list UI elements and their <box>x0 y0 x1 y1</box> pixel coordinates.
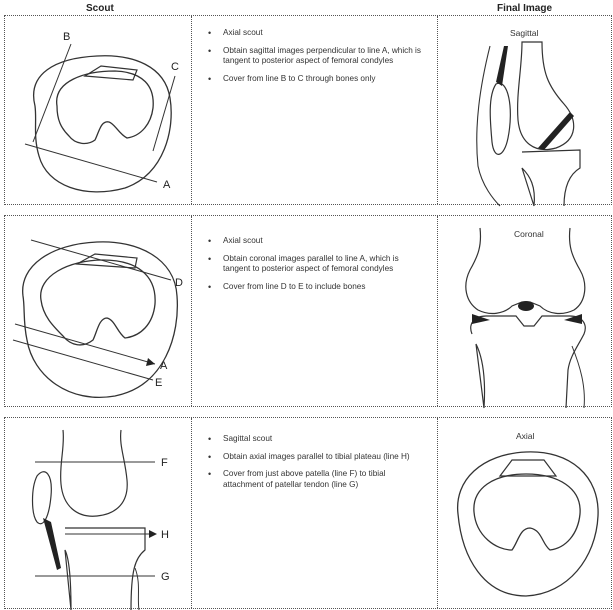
instruction-step: Obtain axial images parallel to tibial p… <box>206 452 424 463</box>
instruction-step: Sagittal scout <box>206 434 424 445</box>
instruction-step: Cover from just above patella (line F) t… <box>206 469 424 490</box>
fibula <box>572 346 584 408</box>
label-a: A <box>163 179 171 191</box>
arrow-head <box>149 530 157 538</box>
instruction-step: Cover from line B to C through bones onl… <box>206 74 424 85</box>
femur-outline <box>61 430 128 516</box>
label-a: A <box>160 360 168 372</box>
patellar-tendon <box>538 112 574 150</box>
fibula <box>135 568 139 610</box>
skin-line <box>477 46 500 206</box>
protocol-row-axial: F H G Sagittal scout Obtain axial images… <box>4 417 612 609</box>
final-image-cell: Coronal <box>437 216 613 406</box>
femur-outline <box>466 228 585 313</box>
cruciate-ligament <box>518 301 534 311</box>
femur-outline <box>474 474 580 550</box>
femur-outline <box>41 260 155 345</box>
line-d <box>31 240 171 280</box>
patella <box>490 83 510 154</box>
scout-cell: A B C <box>5 16 191 204</box>
instruction-step: Axial scout <box>206 236 424 247</box>
label-b: B <box>63 31 70 43</box>
instruction-step: Cover from line D to E to include bones <box>206 282 424 293</box>
label-d: D <box>175 277 183 289</box>
label-h: H <box>161 529 169 541</box>
label-c: C <box>171 61 179 73</box>
axial-scout-diagram: A B C <box>5 16 191 206</box>
instruction-step: Obtain coronal images parallel to line A… <box>206 254 424 275</box>
instructions-cell: Axial scout Obtain coronal images parall… <box>191 216 438 406</box>
instruction-step: Axial scout <box>206 28 424 39</box>
axial-final-image <box>438 418 613 610</box>
femur-shaft <box>518 42 574 150</box>
scout-cell: F H G <box>5 418 191 608</box>
patellar-tendon <box>43 518 61 570</box>
instruction-list: Axial scout Obtain sagittal images perpe… <box>192 16 438 84</box>
label-f: F <box>161 457 168 469</box>
tibia-outline <box>471 316 585 408</box>
tibia <box>522 150 580 206</box>
final-image-header: Final Image <box>497 3 552 14</box>
sagittal-scout-diagram: F H G <box>5 418 191 610</box>
tibia-outline <box>65 528 145 610</box>
label-e: E <box>155 377 162 389</box>
protocol-row-coronal: D A E Axial scout Obtain coronal images … <box>4 215 612 407</box>
scout-header: Scout <box>86 3 114 14</box>
quadriceps-tendon <box>496 46 508 86</box>
line-b <box>33 44 71 142</box>
instructions-cell: Sagittal scout Obtain axial images paral… <box>191 418 438 608</box>
instruction-list: Axial scout Obtain coronal images parall… <box>192 216 438 292</box>
femur-outline <box>57 71 154 143</box>
instructions-cell: Axial scout Obtain sagittal images perpe… <box>191 16 438 204</box>
final-image-cell: Sagittal <box>437 16 613 204</box>
instruction-step: Obtain sagittal images perpendicular to … <box>206 46 424 67</box>
line-a <box>15 324 155 364</box>
coronal-final-image <box>438 216 613 408</box>
label-g: G <box>161 571 170 583</box>
line-a <box>25 144 157 182</box>
patella <box>33 472 52 524</box>
axial-scout-diagram: D A E <box>5 216 191 408</box>
instruction-list: Sagittal scout Obtain axial images paral… <box>192 418 438 490</box>
arrow-head <box>146 358 155 366</box>
sagittal-final-image <box>438 16 613 206</box>
scout-cell: D A E <box>5 216 191 406</box>
protocol-row-sagittal: A B C Axial scout Obtain sagittal images… <box>4 15 612 205</box>
final-image-cell: Axial <box>437 418 613 608</box>
